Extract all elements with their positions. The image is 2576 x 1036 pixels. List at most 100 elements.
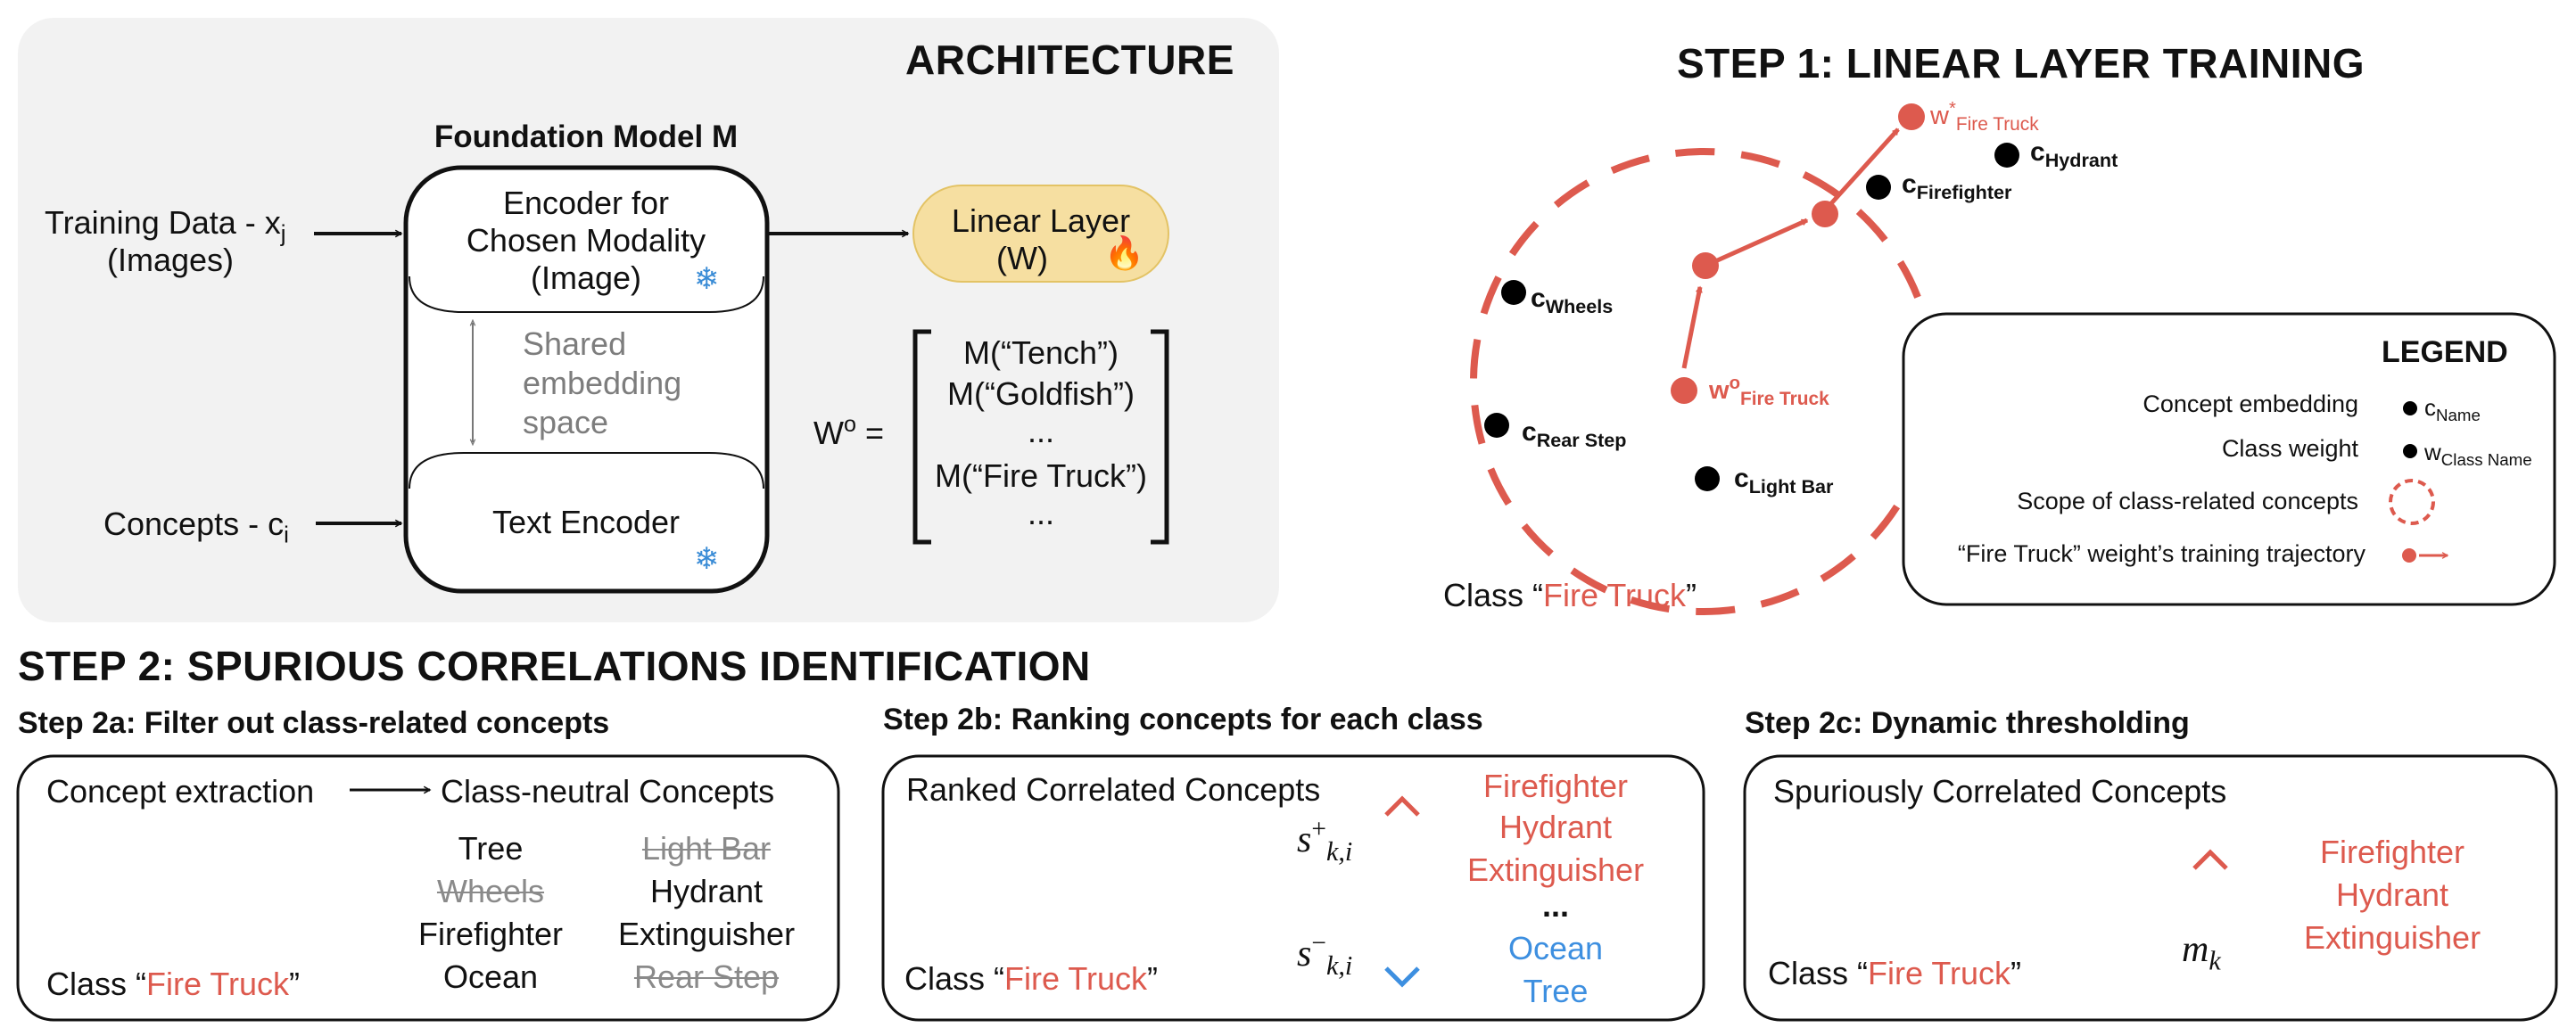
concept-tree: Tree	[458, 830, 524, 867]
step2-title: STEP 2: SPURIOUS CORRELATIONS IDENTIFICA…	[18, 643, 1091, 689]
text-encoder-label: Text Encoder	[491, 504, 681, 540]
class-scope-circle	[1470, 148, 1937, 615]
matrix-row-4: M(“Fire Truck”)	[935, 457, 1147, 494]
linear-layer-label-line-2: (W)	[996, 240, 1048, 276]
ranked-concepts-heading: Ranked Correlated Concepts	[906, 771, 1321, 808]
concept-ocean: Ocean	[442, 958, 539, 995]
step2a-box	[16, 754, 840, 1022]
architecture-title: ARCHITECTURE	[905, 37, 1234, 83]
step2b-class-label: Class “Fire Truck”	[904, 960, 1159, 997]
weight-step-point-1	[1692, 252, 1719, 279]
spurious-concept-firefighter: Firefighter	[2319, 834, 2465, 870]
concept-point-light-bar	[1695, 466, 1720, 491]
shared-space-line-2: embedding	[523, 365, 682, 401]
trajectory-arrow-2	[1704, 218, 1807, 268]
linear-layer-box	[912, 185, 1169, 283]
step2a-class-label: Class “Fire Truck”	[46, 966, 301, 1002]
concept-label-rear-step: cRear Step	[1522, 417, 1627, 451]
matrix-right-bracket	[1151, 329, 1169, 545]
concept-extraction-label: Concept extraction	[46, 773, 315, 810]
legend-item-scope: Scope of class-related concepts	[2017, 488, 2358, 514]
weight-final-point	[1898, 103, 1925, 130]
negative-score-label: s−k,i	[1297, 929, 1353, 981]
concept-firefighter: Firefighter	[417, 916, 564, 952]
legend-trajectory-dot	[2402, 548, 2416, 563]
encoder-label-line-3: (Image)	[530, 259, 642, 296]
spurious-concepts-heading: Spuriously Correlated Concepts	[1773, 773, 2227, 810]
trajectory-arrow-3	[1823, 127, 1900, 212]
step1-class-label: Class “Fire Truck”	[1443, 577, 1697, 613]
step2c-title: Step 2c: Dynamic thresholding	[1745, 706, 2190, 740]
legend-item-concept: Concept embedding	[2143, 391, 2358, 417]
encoder-label-line-2: Chosen Modality	[466, 222, 706, 259]
step2c-class-label: Class “Fire Truck”	[1768, 955, 2022, 991]
training-data-sublabel: (Images)	[107, 242, 235, 278]
positive-concept-extinguisher: Extinguisher	[1466, 851, 1645, 888]
concept-wheels-struck: Wheels	[436, 873, 545, 909]
step2b-title: Step 2b: Ranking concepts for each class	[883, 703, 1483, 736]
concept-extinguisher: Extinguisher	[617, 916, 796, 952]
concept-label-wheels: cWheels	[1531, 284, 1614, 317]
negative-concept-ocean: Ocean	[1507, 930, 1604, 966]
positive-score-label: s+k,i	[1297, 815, 1353, 867]
shared-space-line-1: Shared	[523, 325, 627, 362]
matrix-row-2: M(“Goldfish”)	[946, 375, 1135, 412]
w0-label: Wo =	[813, 412, 885, 451]
step2b-box	[881, 754, 1705, 1022]
weight-step-point-2	[1812, 201, 1838, 227]
shared-space-line-3: space	[523, 404, 609, 440]
concept-label-hydrant: cHydrant	[2030, 137, 2118, 171]
concept-point-hydrant	[1994, 143, 2019, 168]
text-encoder-divider	[409, 452, 764, 489]
legend-concept-dot	[2403, 401, 2417, 415]
class-neutral-label: Class-neutral Concepts	[441, 773, 775, 810]
training-data-label: Training Data - xj	[45, 204, 286, 247]
legend-title: LEGEND	[2382, 335, 2508, 369]
matrix-left-bracket	[912, 329, 931, 545]
concept-point-firefighter	[1866, 175, 1891, 200]
final-weight-label: w*Fire Truck	[1930, 99, 2039, 135]
step2c-box	[1743, 754, 2558, 1022]
step1-title: STEP 1: LINEAR LAYER TRAINING	[1677, 40, 2365, 86]
legend-box	[1902, 312, 2556, 606]
weight-start-point	[1671, 377, 1697, 404]
matrix-row-1: M(“Tench”)	[962, 334, 1119, 371]
ranking-ellipsis: ...	[1541, 887, 1570, 924]
legend-symbol-concept: cName	[2424, 394, 2481, 424]
concept-hydrant: Hydrant	[649, 873, 764, 909]
text-encoder-frozen-snowflake-icon: ❄	[694, 542, 720, 576]
spurious-concept-hydrant: Hydrant	[2335, 876, 2449, 913]
legend-item-weight: Class weight	[2221, 435, 2358, 462]
trajectory-arrow-1	[1681, 287, 1700, 369]
positive-concept-firefighter: Firefighter	[1482, 768, 1629, 804]
step2a-title: Step 2a: Filter out class-related concep…	[18, 706, 610, 740]
spurious-concept-extinguisher: Extinguisher	[2303, 919, 2481, 956]
negative-concept-tree: Tree	[1523, 973, 1589, 1009]
legend-item-trajectory: “Fire Truck” weight’s training trajector…	[1957, 540, 2365, 567]
concept-label-firefighter: cFirefighter	[1902, 169, 2012, 203]
matrix-row-5: ...	[1027, 495, 1055, 531]
legend-weight-dot	[2403, 444, 2417, 458]
positive-score-arrowhead	[1384, 795, 1420, 817]
concept-point-wheels	[1501, 280, 1526, 305]
legend-symbol-weight: wClass Name	[2424, 439, 2532, 469]
linear-layer-label-line-1: Linear Layer	[951, 202, 1131, 239]
concept-point-rear-step	[1484, 413, 1509, 438]
encoder-frozen-snowflake-icon: ❄	[694, 262, 720, 296]
matrix-row-3: ...	[1027, 413, 1055, 449]
trainable-fire-icon: 🔥	[1104, 234, 1144, 271]
start-weight-label: woFire Truck	[1709, 374, 1829, 409]
concept-label-light-bar: cLight Bar	[1734, 464, 1834, 497]
trajectory	[1671, 103, 1925, 404]
concepts-label: Concepts - ci	[103, 506, 289, 548]
concept-rear-step-struck: Rear Step	[633, 958, 780, 995]
foundation-model-box	[403, 165, 770, 594]
negative-score-arrowhead	[1384, 966, 1420, 988]
foundation-model-title: Foundation Model M	[433, 119, 739, 154]
threshold-label: mk	[2182, 929, 2221, 976]
positive-concept-hydrant: Hydrant	[1499, 809, 1613, 845]
legend-scope-circle	[2389, 479, 2435, 525]
concept-light-bar-struck: Light Bar	[641, 830, 772, 867]
